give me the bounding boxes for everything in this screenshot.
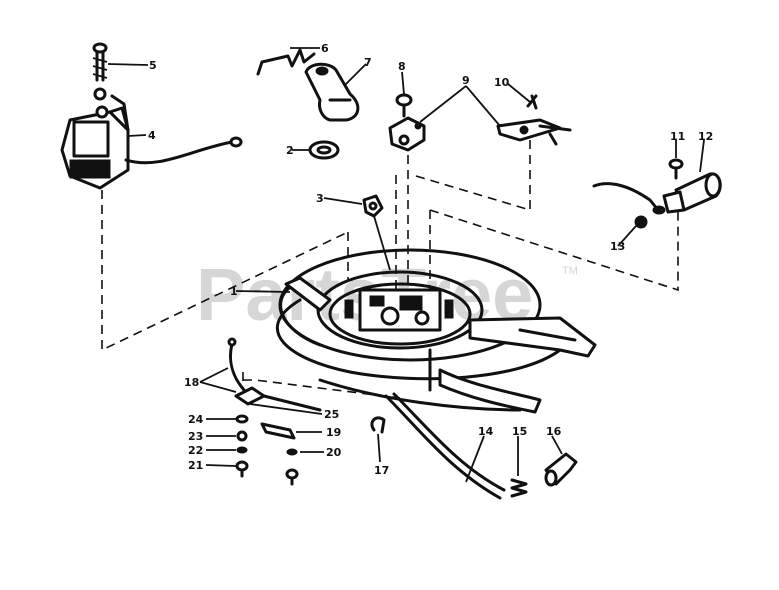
callout-7: 7 xyxy=(364,56,372,69)
callout-16: 16 xyxy=(546,425,562,438)
part-cam-7 xyxy=(304,62,360,122)
part-screw-21 xyxy=(235,460,249,478)
callout-20: 20 xyxy=(326,446,342,459)
part-spring-15 xyxy=(510,478,528,498)
part-nut-13 xyxy=(634,215,648,229)
callout-10: 10 xyxy=(494,76,510,89)
part-wire-14 xyxy=(384,392,506,500)
part-bracket-25 xyxy=(234,386,322,412)
callout-19: 19 xyxy=(326,426,341,439)
part-points-9 xyxy=(388,116,572,152)
callout-18: 18 xyxy=(184,376,199,389)
leader-lines xyxy=(107,47,705,483)
callout-6: 6 xyxy=(321,42,329,55)
part-mounting-plate xyxy=(276,248,597,414)
callout-25: 25 xyxy=(324,408,339,421)
part-boot-16 xyxy=(544,452,578,487)
part-pin-19 xyxy=(260,422,296,440)
part-washer-22 xyxy=(236,446,248,454)
callout-2: 2 xyxy=(286,144,294,157)
callout-labels: 1 2 3 4 5 6 7 8 9 10 11 12 13 14 15 16 1… xyxy=(148,42,713,477)
part-pin-10 xyxy=(526,94,538,110)
callout-9: 9 xyxy=(462,74,470,87)
part-washer-2 xyxy=(308,140,340,160)
callout-5: 5 xyxy=(149,59,157,72)
callout-12: 12 xyxy=(698,130,713,143)
part-screw-20 xyxy=(285,448,299,486)
part-gasket-3 xyxy=(362,194,391,271)
callout-8: 8 xyxy=(398,60,406,73)
watermark-trademark: TM xyxy=(562,265,578,277)
part-condenser-12 xyxy=(592,172,722,215)
part-screw-5 xyxy=(92,42,108,101)
part-screw-8 xyxy=(395,93,413,118)
callout-11: 11 xyxy=(670,130,685,143)
part-washer-23 xyxy=(236,430,248,442)
callout-1: 1 xyxy=(230,285,238,298)
callout-24: 24 xyxy=(188,413,204,426)
part-clip-17 xyxy=(370,416,386,434)
callout-13: 13 xyxy=(610,240,625,253)
part-ground-wire-18 xyxy=(227,337,246,392)
part-screw-11 xyxy=(668,158,684,180)
callout-3: 3 xyxy=(316,192,324,205)
callout-17: 17 xyxy=(374,464,389,477)
part-ignition-coil xyxy=(60,94,243,190)
callout-21: 21 xyxy=(188,459,203,472)
callout-4: 4 xyxy=(148,129,156,142)
part-clip-6 xyxy=(256,48,316,76)
callout-14: 14 xyxy=(478,425,494,438)
callout-23: 23 xyxy=(188,430,203,443)
callout-15: 15 xyxy=(512,425,527,438)
part-nut-24 xyxy=(235,414,249,424)
callout-22: 22 xyxy=(188,444,203,457)
